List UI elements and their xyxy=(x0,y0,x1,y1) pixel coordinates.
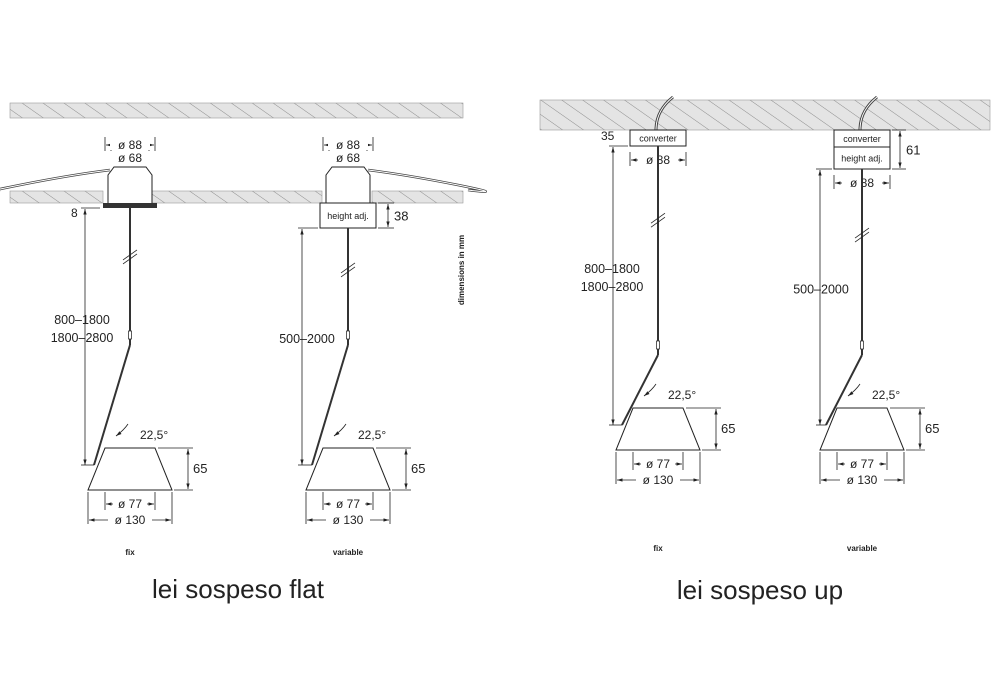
break-mark xyxy=(650,216,666,228)
lamp-shade xyxy=(87,447,173,491)
variant-label: fix xyxy=(125,548,135,557)
shade-height-label: 65 xyxy=(925,421,939,436)
rod-joint xyxy=(128,330,132,340)
false-ceiling-segment xyxy=(151,190,323,204)
shade-top-diameter-label: ø 77 xyxy=(646,457,670,471)
dim-bg xyxy=(840,473,884,486)
lamp-shade xyxy=(305,447,391,491)
shade-top-diameter-label: ø 77 xyxy=(850,457,874,471)
angled-arm xyxy=(311,344,349,466)
length-range-label: 500–2000 xyxy=(793,283,849,297)
rod-joint xyxy=(656,340,660,350)
length-range-label: 1800–2800 xyxy=(51,331,114,345)
dim-bg xyxy=(845,457,879,470)
housing xyxy=(107,166,153,203)
variant-label: variable xyxy=(333,548,364,557)
diameter-68-dim-bg xyxy=(110,151,150,164)
power-cable xyxy=(0,168,111,192)
break-mark xyxy=(340,262,356,274)
variant-label: variable xyxy=(847,544,878,553)
dimensions-note: dimensions in mm xyxy=(457,235,466,305)
power-cable-inner xyxy=(0,169,111,191)
housing xyxy=(325,166,371,203)
angle-label: 22,5° xyxy=(140,428,168,442)
break-mark xyxy=(122,249,138,261)
lamp-shade xyxy=(615,407,701,451)
rod-joint xyxy=(346,330,350,340)
false-ceiling-segment xyxy=(9,190,104,204)
shade-bottom-diameter-label: ø 130 xyxy=(333,513,364,527)
diameter-88-dim-bg xyxy=(110,138,150,151)
angled-arm xyxy=(621,354,659,426)
diameter-68-dim-bg xyxy=(328,151,368,164)
dim-bg xyxy=(331,497,365,510)
break-mark xyxy=(854,227,870,239)
diameter-88-dim-label: ø 88 xyxy=(118,138,142,152)
angle-label: 22,5° xyxy=(358,428,386,442)
break-mark xyxy=(650,212,666,224)
false-ceiling-segment xyxy=(371,190,464,204)
length-range-label: 1800–2800 xyxy=(581,280,644,294)
power-cable-inner xyxy=(655,96,674,131)
product-title-flat: lei sospeso flat xyxy=(152,574,325,604)
lamp-shade xyxy=(819,407,905,451)
dim-bg xyxy=(113,497,147,510)
shade-top-diameter-label: ø 77 xyxy=(118,497,142,511)
shade-height-label: 65 xyxy=(721,421,735,436)
box-height-label: 38 xyxy=(394,209,408,224)
gap-dim-label: 8 xyxy=(71,206,78,220)
diameter-68-dim-label: ø 68 xyxy=(336,151,360,165)
box-height-label: 35 xyxy=(601,129,615,143)
break-mark xyxy=(340,266,356,278)
power-cable-inner xyxy=(859,96,878,131)
break-mark xyxy=(122,253,138,265)
angled-arm xyxy=(93,344,131,466)
length-range-label: 800–1800 xyxy=(54,313,110,327)
shade-bottom-diameter-label: ø 130 xyxy=(115,513,146,527)
angle-arc xyxy=(643,383,657,397)
shade-height-label: 65 xyxy=(193,461,207,476)
box-label: height adj. xyxy=(841,154,883,164)
box-label: converter xyxy=(639,134,677,144)
diameter-68-dim-label: ø 68 xyxy=(118,151,142,165)
box-height-label: 61 xyxy=(906,143,920,158)
angle-arc xyxy=(847,383,861,397)
power-cable-inner xyxy=(367,169,487,193)
angle-label: 22,5° xyxy=(872,388,900,402)
dim-bg xyxy=(108,513,152,526)
shade-top-diameter-label: ø 77 xyxy=(336,497,360,511)
dim-bg xyxy=(641,457,675,470)
ceiling-hatch-right xyxy=(539,99,991,131)
mounting-flange xyxy=(103,203,157,208)
rod-joint xyxy=(860,340,864,350)
box-label: height adj. xyxy=(327,211,369,221)
shade-height-label: 65 xyxy=(411,461,425,476)
length-range-label: 500–2000 xyxy=(279,332,335,346)
box-heightadj xyxy=(319,202,377,229)
length-range-label: 800–1800 xyxy=(584,262,640,276)
ceiling-hatch-left xyxy=(9,102,464,119)
angle-arc xyxy=(333,423,347,437)
shade-bottom-diameter-label: ø 130 xyxy=(847,473,878,487)
power-cable xyxy=(367,168,488,193)
dim-bg xyxy=(326,513,370,526)
box-label: converter xyxy=(843,134,881,144)
product-title-up: lei sospeso up xyxy=(677,575,843,605)
angle-arc xyxy=(115,423,129,437)
break-mark xyxy=(854,231,870,243)
angle-label: 22,5° xyxy=(668,388,696,402)
diameter-88-dim-bg xyxy=(328,138,368,151)
dim-bg xyxy=(636,473,680,486)
diameter-88-dim-label: ø 88 xyxy=(336,138,360,152)
angled-arm xyxy=(825,354,863,426)
shade-bottom-diameter-label: ø 130 xyxy=(643,473,674,487)
variant-label: fix xyxy=(653,544,663,553)
